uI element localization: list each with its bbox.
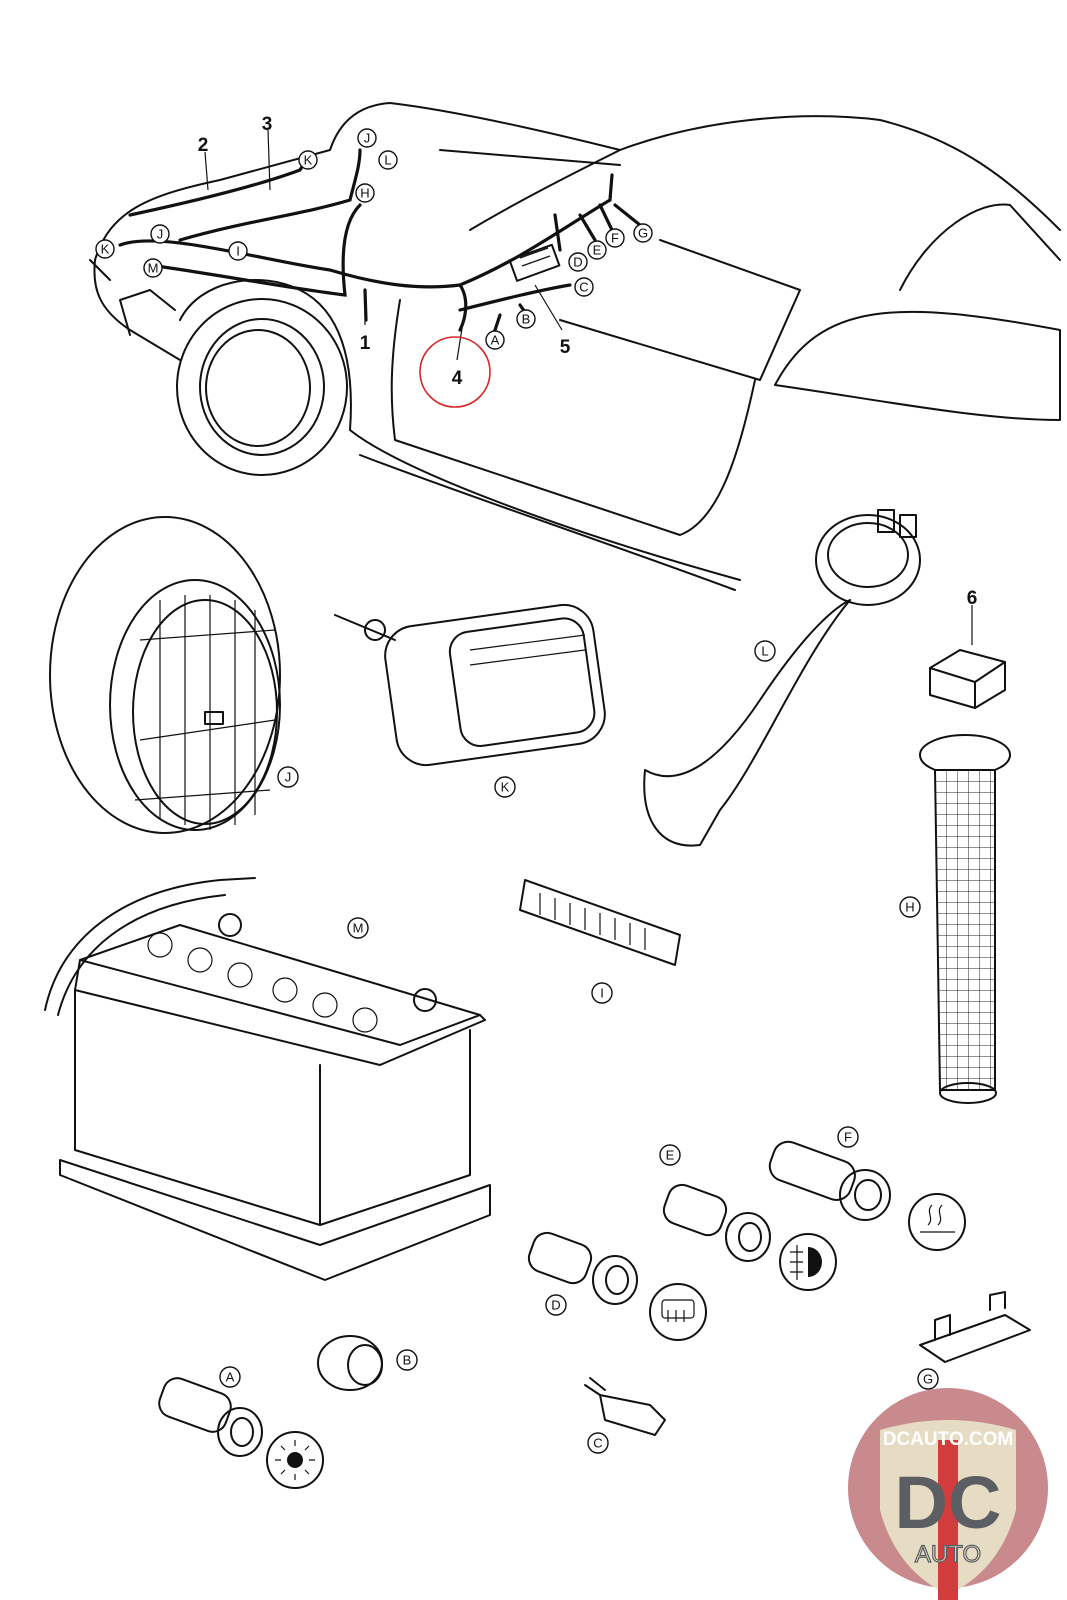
svg-text:G: G xyxy=(923,1372,933,1387)
wiring-harness xyxy=(118,148,642,332)
callout-k-top: K xyxy=(298,150,318,170)
svg-text:M: M xyxy=(148,261,159,276)
svg-text:A: A xyxy=(491,333,500,348)
svg-text:C: C xyxy=(579,280,588,295)
interior-light-symbol-icon xyxy=(266,1431,324,1489)
svg-text:B: B xyxy=(403,1353,412,1368)
callout-switch-a: A xyxy=(219,1366,241,1388)
part-number-1: 1 xyxy=(360,333,371,354)
callout-l: L xyxy=(378,150,398,170)
svg-text:F: F xyxy=(611,231,619,246)
part-number-leaders xyxy=(204,129,973,645)
fog-lamp-symbol-icon xyxy=(779,1233,837,1291)
svg-text:H: H xyxy=(905,900,914,915)
callout-a: A xyxy=(485,330,505,350)
svg-text:L: L xyxy=(761,644,768,659)
callout-fuse-box-i: I xyxy=(591,982,613,1004)
callout-battery-m: M xyxy=(347,917,369,939)
callout-g: G xyxy=(633,223,653,243)
fuel-sender-part[interactable] xyxy=(919,734,1011,1104)
svg-text:L: L xyxy=(384,153,391,168)
dcauto-logo: DCAUTO.COM DC AUTO xyxy=(848,1388,1048,1600)
callout-fog-light-k: K xyxy=(494,776,516,798)
rear-defrost-symbol-icon xyxy=(649,1283,707,1341)
part-callouts: J K L M I H F E D B A C G xyxy=(219,640,939,1454)
svg-text:E: E xyxy=(666,1148,675,1163)
svg-text:M: M xyxy=(353,921,364,936)
svg-text:H: H xyxy=(360,186,369,201)
switch-d-part[interactable] xyxy=(525,1229,638,1305)
callout-horn-l: L xyxy=(754,640,776,662)
fog-light-part[interactable] xyxy=(334,601,609,769)
callout-e: E xyxy=(587,240,607,260)
relay-g-part[interactable] xyxy=(919,1291,1031,1363)
headlight-part[interactable] xyxy=(49,516,281,834)
part-number-6: 6 xyxy=(967,588,978,609)
front-wheel xyxy=(176,298,348,476)
callout-j-top: J xyxy=(357,128,377,148)
callout-d: D xyxy=(568,252,588,272)
car-callouts: K J L H J I K M G F E D C B A xyxy=(95,128,653,350)
switch-b-part[interactable] xyxy=(317,1335,383,1391)
callout-k-left: K xyxy=(95,239,115,259)
svg-text:J: J xyxy=(157,227,164,242)
logo-dc-text: DC xyxy=(895,1461,1002,1544)
svg-text:G: G xyxy=(638,226,648,241)
callout-fuel-sender-h: H xyxy=(899,896,921,918)
callout-i: I xyxy=(228,241,248,261)
part-number-5: 5 xyxy=(560,337,571,358)
logo-url-text: DCAUTO.COM xyxy=(883,1429,1014,1450)
svg-text:J: J xyxy=(285,770,292,785)
callout-switch-d: D xyxy=(545,1294,567,1316)
svg-text:E: E xyxy=(593,243,602,258)
horn-part[interactable] xyxy=(643,509,921,847)
svg-text:K: K xyxy=(501,780,510,795)
svg-text:I: I xyxy=(600,986,604,1001)
plug-part[interactable] xyxy=(929,649,1006,709)
svg-text:J: J xyxy=(364,131,371,146)
callout-relay-g: G xyxy=(917,1368,939,1390)
battery-part[interactable] xyxy=(44,877,491,1281)
switch-a-part[interactable] xyxy=(155,1374,263,1457)
svg-text:F: F xyxy=(844,1130,852,1145)
highlight-circle xyxy=(419,336,491,408)
part-number-4[interactable]: 4 xyxy=(452,368,463,389)
heater-symbol-icon xyxy=(908,1193,966,1251)
fuse-box-part[interactable] xyxy=(519,879,681,966)
svg-text:D: D xyxy=(551,1298,560,1313)
switch-f-part[interactable] xyxy=(766,1138,891,1221)
logo-auto-text: AUTO xyxy=(915,1541,981,1568)
callout-switch-e: E xyxy=(659,1144,681,1166)
relay-c-part[interactable] xyxy=(584,1377,666,1436)
callout-b: B xyxy=(516,309,536,329)
part-number-2: 2 xyxy=(198,135,209,156)
callout-relay-c: C xyxy=(587,1432,609,1454)
svg-text:A: A xyxy=(226,1370,235,1385)
callout-f: F xyxy=(605,228,625,248)
svg-text:D: D xyxy=(573,255,582,270)
callout-c: C xyxy=(574,277,594,297)
callout-headlight-j: J xyxy=(277,766,299,788)
part-number-3: 3 xyxy=(262,114,273,135)
svg-text:B: B xyxy=(522,312,531,327)
switch-e-part[interactable] xyxy=(660,1181,771,1262)
svg-text:K: K xyxy=(101,242,110,257)
callout-h: H xyxy=(355,183,375,203)
svg-text:K: K xyxy=(304,153,313,168)
car-body-outline xyxy=(89,102,1061,591)
callout-switch-f: F xyxy=(837,1126,859,1148)
svg-text:I: I xyxy=(236,244,240,259)
callout-m: M xyxy=(143,258,163,278)
callout-j-left: J xyxy=(150,224,170,244)
callout-switch-b: B xyxy=(396,1349,418,1371)
svg-text:C: C xyxy=(593,1436,602,1451)
